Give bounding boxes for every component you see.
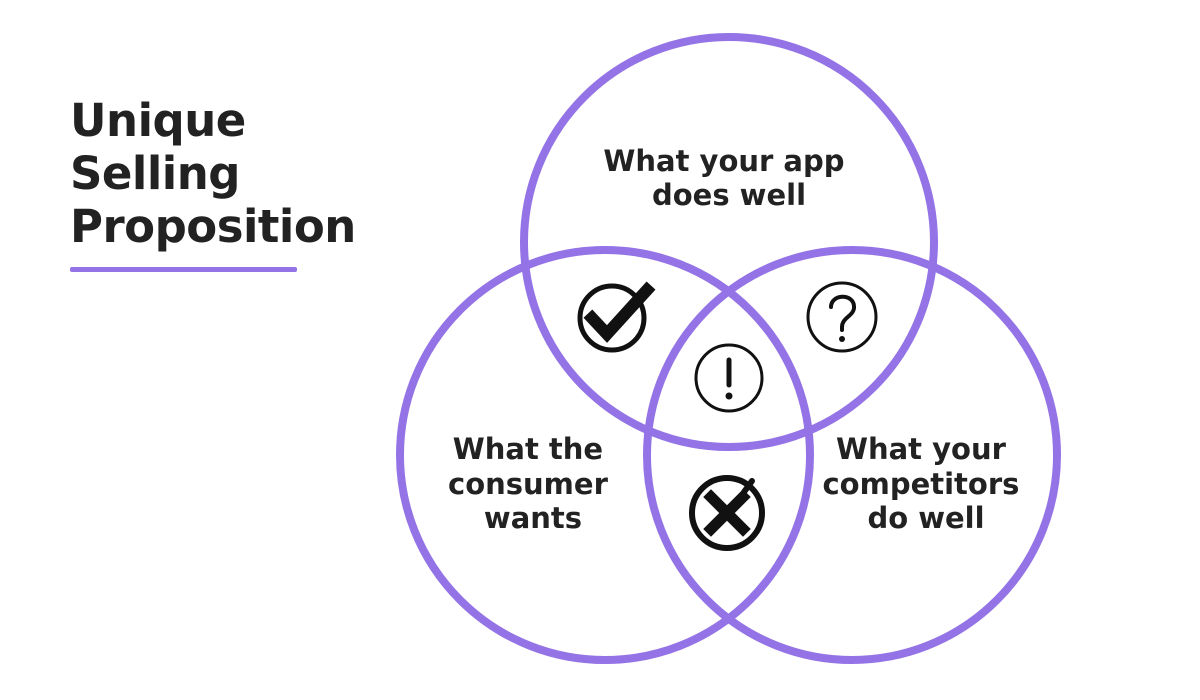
label-competitors-line-1: What your [836, 432, 1007, 466]
title-line-1: Unique [70, 94, 246, 147]
title-line-3: Proposition [70, 200, 356, 253]
question-circle-icon [806, 281, 878, 353]
x-circle-icon [689, 475, 765, 551]
label-app-line-1: What your app [603, 144, 844, 178]
circle-competitors [643, 246, 1061, 664]
title-line-2: Selling [70, 147, 240, 200]
label-app-line-2: does well [652, 178, 806, 212]
label-consumer: What the consumer wants [448, 432, 618, 535]
title-underline [70, 267, 297, 272]
circle-consumer [396, 246, 814, 664]
label-app: What your app does well [603, 144, 854, 212]
venn-circles [396, 33, 1061, 664]
circle-app [520, 33, 938, 451]
label-competitors-line-3: do well [867, 501, 984, 535]
label-competitors: What your competitors do well [822, 432, 1029, 535]
page-title: Unique Selling Proposition [70, 94, 356, 253]
check-circle-icon [577, 281, 656, 353]
exclamation-circle-icon [694, 343, 764, 413]
label-competitors-line-2: competitors [822, 467, 1019, 501]
label-consumer-line-3: wants [484, 501, 582, 535]
label-consumer-line-1: What the [453, 432, 603, 466]
label-consumer-line-2: consumer [448, 467, 609, 501]
